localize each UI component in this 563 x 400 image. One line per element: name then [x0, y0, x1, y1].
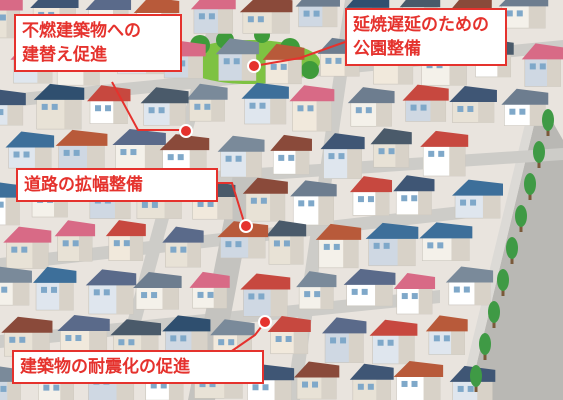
house: [419, 222, 473, 261]
house: [294, 361, 340, 400]
house: [1, 316, 53, 357]
house: [190, 0, 236, 34]
house: [0, 182, 23, 226]
house: [498, 0, 549, 29]
house: [349, 363, 394, 400]
house: [87, 85, 131, 124]
tree: [497, 269, 509, 296]
house: [393, 273, 436, 315]
house: [242, 177, 288, 222]
house: [5, 131, 55, 169]
house: [241, 82, 289, 125]
callout-fireproof-line2: 建替え促進: [22, 45, 107, 65]
house: [369, 319, 418, 365]
tree: [515, 205, 527, 232]
house: [265, 220, 307, 265]
house: [425, 315, 468, 355]
tree: [470, 365, 482, 392]
house: [217, 135, 265, 178]
house: [140, 87, 189, 126]
callout-fireproof-rebuild: 不燃建築物への 建替え促進: [14, 14, 182, 72]
callout-earthquake-retrofit: 建築物の耐震化の促進: [12, 350, 264, 384]
house: [295, 0, 340, 28]
house: [343, 268, 396, 307]
house: [452, 179, 504, 219]
callout-park-line1: 延焼遅延のための: [353, 15, 489, 35]
house: [320, 133, 365, 179]
house: [290, 180, 337, 226]
house: [240, 273, 291, 317]
leader-lines: [111, 41, 346, 356]
house: [189, 271, 230, 309]
tree: [479, 333, 491, 360]
house: [239, 0, 293, 34]
house: [270, 134, 312, 175]
house: [33, 83, 85, 130]
house: [296, 271, 337, 310]
callout-fireproof-line1: 不燃建築物への: [22, 21, 141, 41]
house: [54, 220, 96, 262]
house: [0, 266, 32, 306]
callout-park-line2: 公園整備: [353, 39, 421, 59]
house: [85, 269, 137, 315]
house: [402, 84, 449, 122]
street-trees: [470, 109, 554, 392]
house: [449, 85, 497, 123]
house: [370, 128, 412, 168]
house: [162, 226, 204, 268]
tree: [488, 301, 500, 328]
house: [393, 360, 444, 400]
house: [315, 223, 362, 269]
leader-dots: [179, 59, 272, 329]
tree: [524, 173, 536, 200]
house: [186, 83, 228, 122]
house: [365, 222, 419, 267]
house: [322, 317, 367, 363]
house: [349, 176, 393, 216]
tree: [542, 109, 554, 136]
house: [445, 266, 494, 306]
house: [393, 175, 435, 216]
house: [501, 88, 549, 126]
house: [0, 89, 26, 126]
house: [133, 272, 182, 310]
house: [347, 87, 395, 127]
house: [3, 226, 52, 269]
house: [33, 266, 77, 311]
house: [267, 315, 311, 355]
house: [105, 220, 146, 261]
callout-road-line1: 道路の拡幅整備: [24, 175, 143, 195]
tree: [533, 141, 545, 168]
house: [289, 85, 335, 132]
callout-quake-line1: 建築物の耐震化の促進: [20, 357, 190, 377]
tree: [506, 237, 518, 264]
house: [521, 43, 563, 87]
callout-road-widening: 道路の拡幅整備: [16, 168, 218, 202]
callout-park: 延焼遅延のための 公園整備: [345, 8, 507, 66]
house: [420, 130, 469, 177]
